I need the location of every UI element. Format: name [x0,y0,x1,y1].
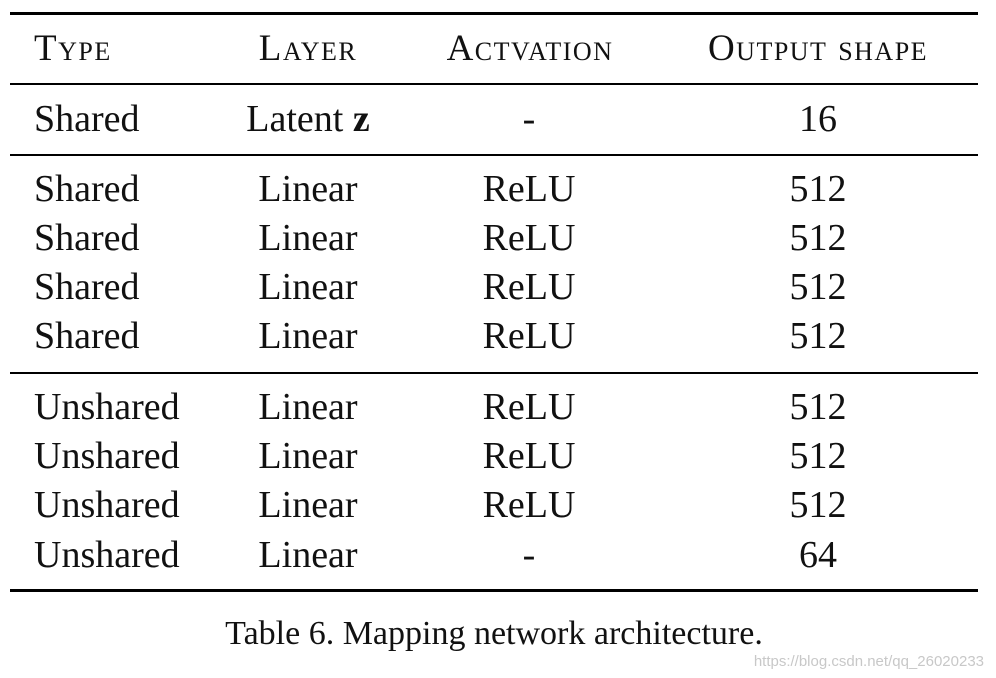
cell-activation: ReLU [482,266,576,308]
header-layer: Layer [258,28,358,69]
cell-type: Unshared [34,435,180,477]
cell-output: 512 [789,386,847,428]
cell-output: 512 [789,435,847,477]
bottom-rule [10,589,978,592]
table-caption: Table 6. Mapping network architecture. [225,615,763,652]
group-rule [10,154,978,156]
cell-type: Shared [34,98,140,140]
cell-layer: Linear [258,217,358,259]
cell-type: Shared [34,217,140,259]
cell-output: 16 [799,98,837,140]
cell-output: 512 [789,217,847,259]
cell-output: 64 [799,534,837,576]
cell-layer: Linear [258,266,358,308]
cell-type: Unshared [34,534,180,576]
cell-output: 512 [789,315,847,357]
cell-activation: ReLU [482,435,576,477]
cell-activation: ReLU [482,484,576,526]
cell-layer-text: Latent [246,98,353,140]
cell-output: 512 [789,266,847,308]
cell-output: 512 [789,168,847,210]
cell-layer: Linear [258,386,358,428]
top-rule [10,12,978,15]
watermark: https://blog.csdn.net/qq_26020233 [753,653,984,670]
cell-activation: ReLU [482,315,576,357]
group-rule [10,372,978,374]
cell-type: Shared [34,168,140,210]
cell-activation: - [522,534,536,576]
cell-layer: Linear [258,435,358,477]
cell-layer: Linear [258,534,358,576]
cell-activation: ReLU [482,217,576,259]
header-type: Type [34,28,112,69]
cell-type: Shared [34,266,140,308]
cell-activation: ReLU [482,386,576,428]
cell-type: Unshared [34,484,180,526]
cell-layer: Linear [258,315,358,357]
cell-layer: Linear [258,484,358,526]
latent-symbol: z [352,98,370,140]
header-output-shape: Output shape [707,28,929,69]
cell-output: 512 [789,484,847,526]
cell-type: Shared [34,315,140,357]
cell-layer: Linear [258,168,358,210]
header-rule [10,83,978,85]
cell-activation: ReLU [482,168,576,210]
header-activation: Actvation [446,28,614,69]
cell-layer: Latent z [246,97,369,141]
cell-activation: - [522,98,536,140]
cell-type: Unshared [34,386,180,428]
